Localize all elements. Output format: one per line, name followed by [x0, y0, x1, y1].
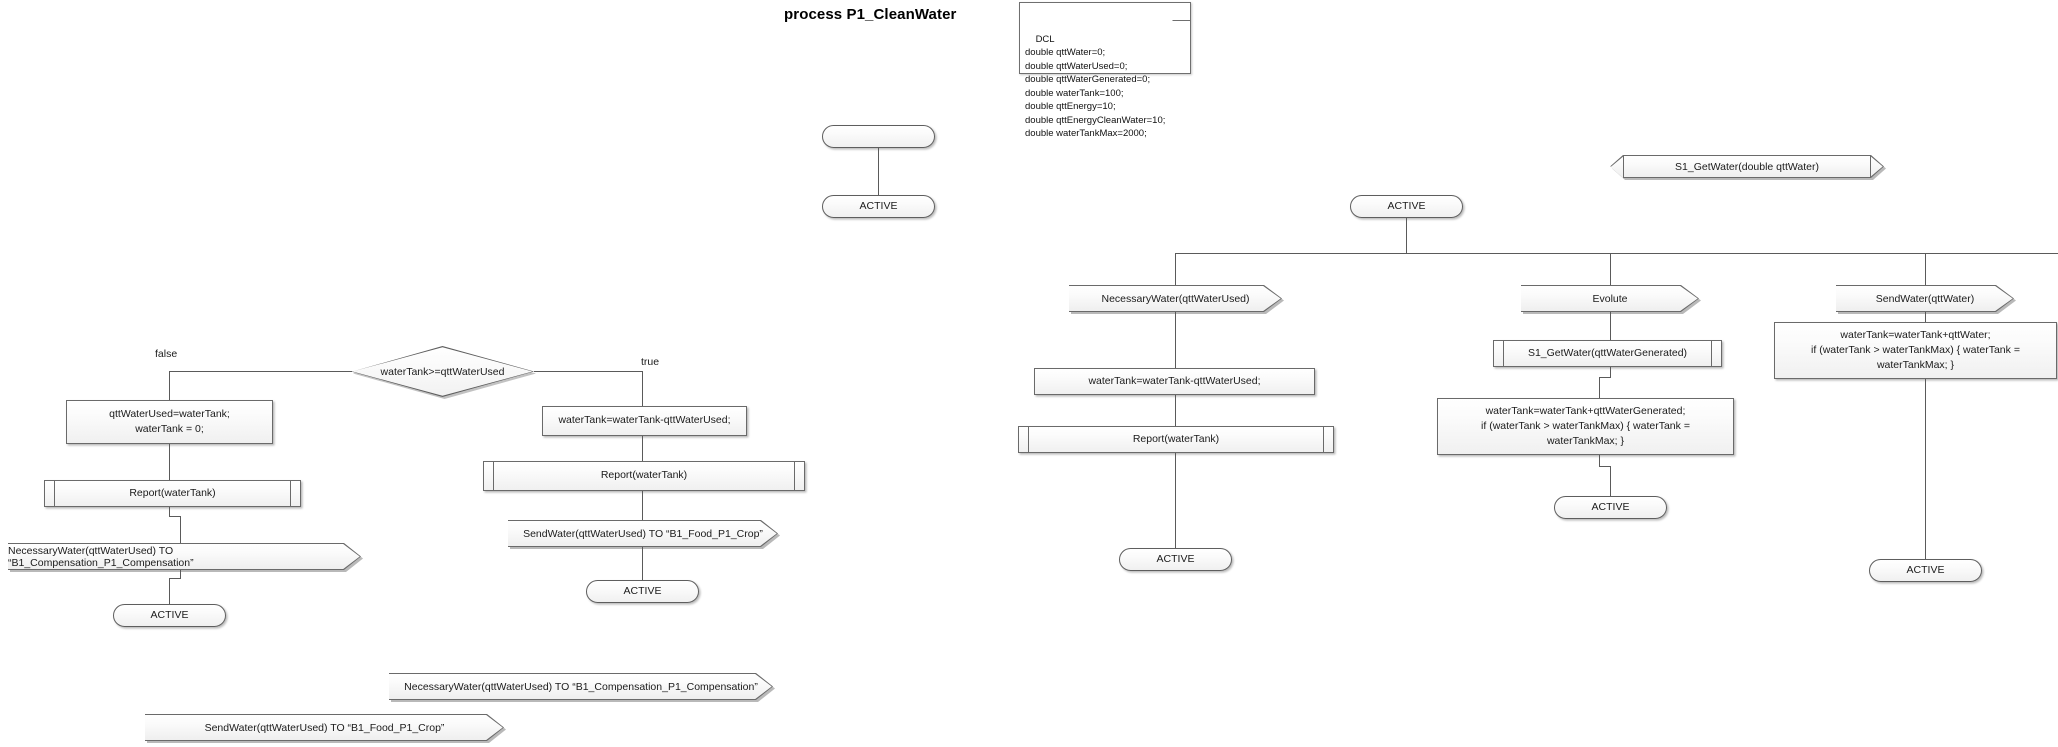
connector-line — [1175, 312, 1176, 368]
connector-line — [1599, 455, 1600, 466]
input-sendwater[interactable]: SendWater(qttWater) — [1836, 285, 2014, 312]
connector-line — [878, 148, 879, 195]
call-report-true[interactable]: Report(waterTank) — [483, 461, 805, 491]
input-label: SendWater(qttWater) — [1836, 285, 2014, 312]
connector-line — [180, 570, 181, 578]
connector-line — [169, 578, 170, 604]
task-necessarywater-subtract[interactable]: waterTank=waterTank-qttWaterUsed; — [1034, 368, 1315, 395]
state-active-true-branch[interactable]: ACTIVE — [586, 580, 699, 603]
connector-line — [1175, 253, 2058, 254]
procedure-declaration-label: S1_GetWater(double qttWater) — [1610, 155, 1884, 178]
input-evolute[interactable]: Evolute — [1521, 285, 1699, 312]
floating-output-necessarywater[interactable]: NecessaryWater(qttWaterUsed) TO “B1_Comp… — [389, 673, 773, 700]
state-active-false-branch[interactable]: ACTIVE — [113, 604, 226, 627]
connector-line — [642, 547, 643, 580]
connector-line — [1406, 218, 1407, 253]
connector-line — [642, 371, 643, 406]
state-active-root[interactable]: ACTIVE — [1350, 195, 1463, 218]
floating-output-sendwater[interactable]: SendWater(qttWaterUsed) TO “B1_Food_P1_C… — [145, 714, 504, 741]
input-label: Evolute — [1521, 285, 1699, 312]
task-evolute-add-generated[interactable]: waterTank=waterTank+qttWaterGenerated; i… — [1437, 398, 1734, 455]
connector-line — [169, 578, 181, 579]
state-active-evolute[interactable]: ACTIVE — [1554, 496, 1667, 519]
connector-line — [169, 507, 170, 516]
connector-line — [169, 371, 352, 372]
output-sendwater-true[interactable]: SendWater(qttWaterUsed) TO “B1_Food_P1_C… — [508, 520, 778, 547]
task-false-assign[interactable]: qttWaterUsed=waterTank; waterTank = 0; — [66, 400, 273, 444]
start-next-state[interactable]: ACTIVE — [822, 195, 935, 218]
connector-line — [1925, 379, 1926, 559]
connector-line — [1175, 453, 1176, 548]
call-report-necessarywater[interactable]: Report(waterTank) — [1018, 426, 1334, 453]
connector-line — [1610, 367, 1611, 377]
decision-false-label: false — [155, 348, 178, 360]
connector-line — [1925, 312, 1926, 322]
output-label: SendWater(qttWaterUsed) TO “B1_Food_P1_C… — [145, 714, 504, 741]
connector-line — [1175, 253, 1176, 285]
input-label: NecessaryWater(qttWaterUsed) — [1069, 285, 1282, 312]
dcl-text: DCL double qttWater=0; double qttWaterUs… — [1025, 33, 1166, 140]
input-necessarywater[interactable]: NecessaryWater(qttWaterUsed) — [1069, 285, 1282, 312]
connector-line — [642, 491, 643, 520]
connector-line — [534, 371, 642, 372]
decision-condition-label: waterTank>=qttWaterUsed — [351, 346, 534, 397]
connector-line — [169, 371, 170, 400]
page-title: process P1_CleanWater — [784, 6, 957, 23]
procedure-declaration-s1-getwater[interactable]: S1_GetWater(double qttWater) — [1610, 155, 1884, 178]
connector-line — [180, 516, 181, 543]
task-sendwater-add[interactable]: waterTank=waterTank+qttWater; if (waterT… — [1774, 322, 2057, 379]
start-empty-state[interactable] — [822, 125, 935, 148]
connector-line — [1599, 377, 1600, 398]
connector-line — [169, 516, 180, 517]
output-label: NecessaryWater(qttWaterUsed) TO “B1_Comp… — [389, 673, 773, 700]
connector-line — [1175, 395, 1176, 426]
dcl-declaration-box: DCL double qttWater=0; double qttWaterUs… — [1019, 2, 1191, 139]
output-label: SendWater(qttWaterUsed) TO “B1_Food_P1_C… — [508, 520, 778, 547]
connector-line — [1610, 253, 1611, 285]
call-report-false[interactable]: Report(waterTank) — [44, 480, 301, 507]
shape-inner-rules — [1623, 155, 1871, 178]
connector-line — [1599, 377, 1611, 378]
connector-line — [642, 436, 643, 461]
connector-line — [169, 444, 170, 480]
output-necessarywater-false[interactable]: NecessaryWater(qttWaterUsed) TO “B1_Comp… — [8, 543, 361, 570]
output-label: NecessaryWater(qttWaterUsed) TO “B1_Comp… — [8, 543, 361, 570]
connector-line — [1925, 253, 1926, 285]
connector-line — [1610, 466, 1611, 496]
decision-true-label: true — [641, 356, 660, 368]
state-active-necessarywater[interactable]: ACTIVE — [1119, 548, 1232, 571]
task-true-assign[interactable]: waterTank=waterTank-qttWaterUsed; — [542, 406, 747, 436]
state-active-sendwater[interactable]: ACTIVE — [1869, 559, 1982, 582]
connector-line — [1610, 312, 1611, 340]
decision-watertank-condition[interactable]: waterTank>=qttWaterUsed — [351, 346, 536, 399]
call-s1-getwater-generated[interactable]: S1_GetWater(qttWaterGenerated) — [1493, 340, 1722, 367]
dcl-fold-icon — [1172, 2, 1191, 21]
connector-line — [1599, 466, 1611, 467]
